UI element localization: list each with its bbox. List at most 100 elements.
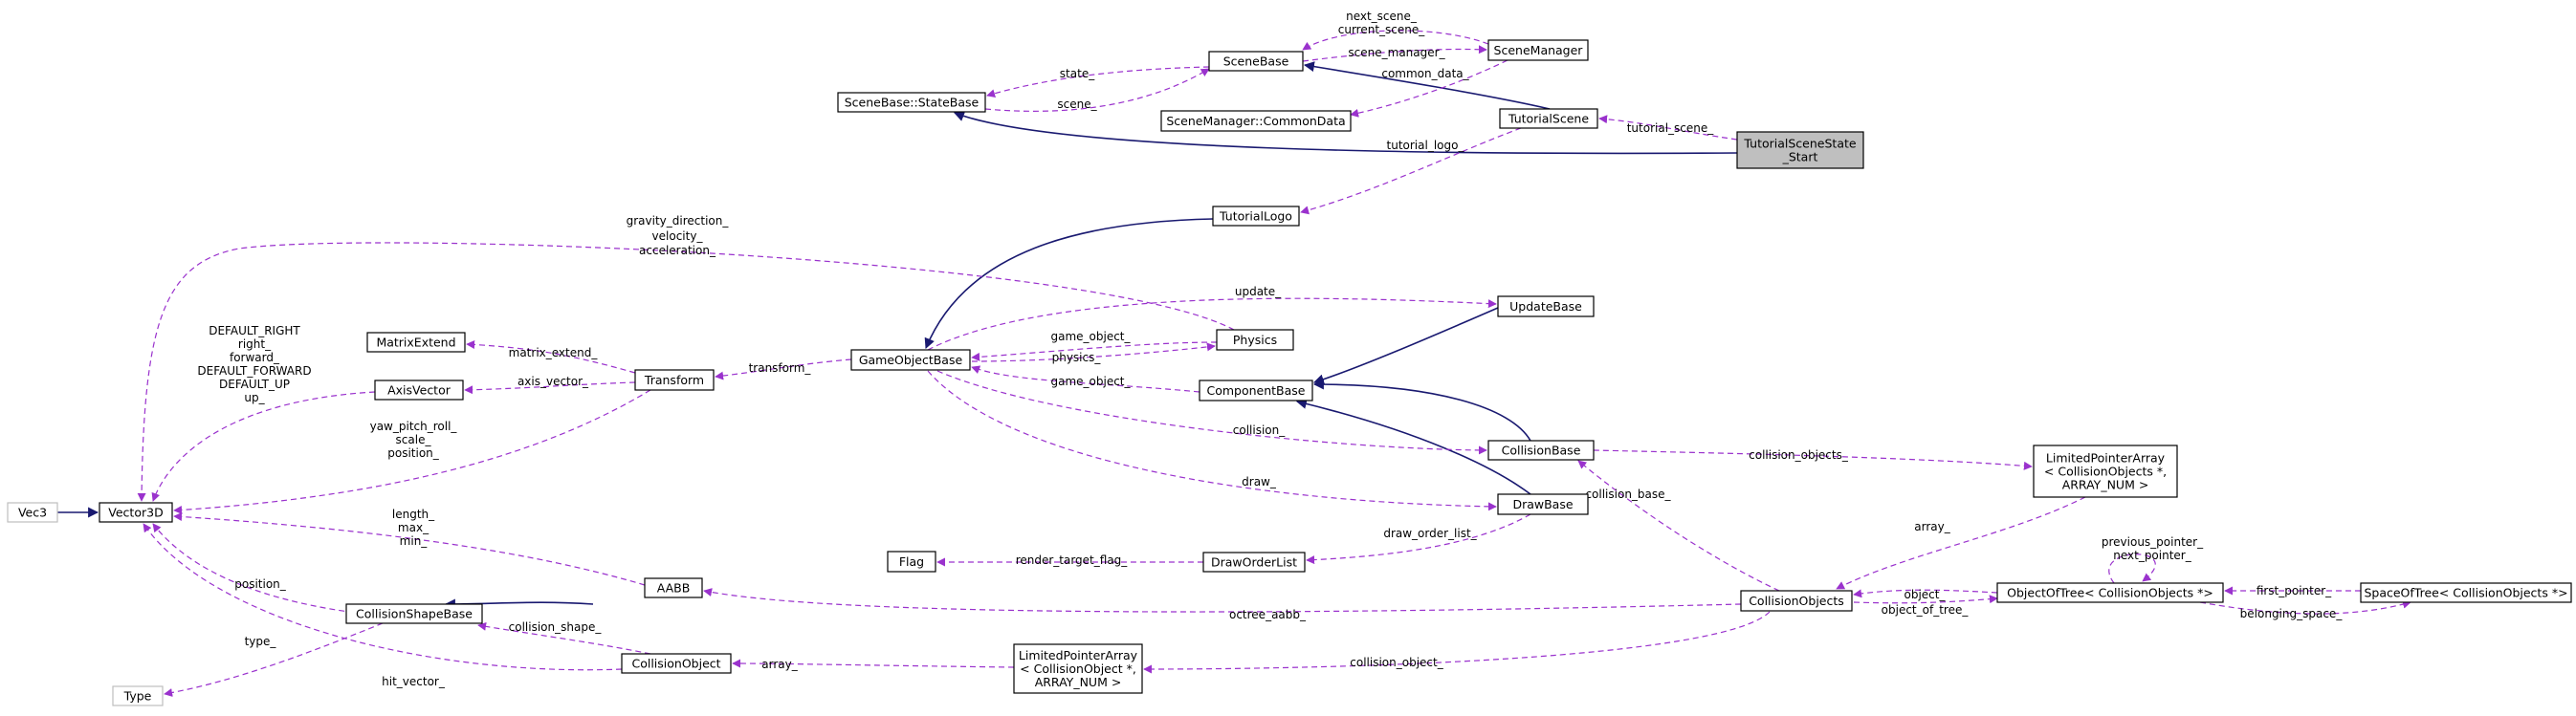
edge-label: axis_vector_ [517,375,589,388]
class-node-box[interactable] [621,653,732,674]
usage-edge-collisionbase-to-lpa_collisionobjects [1593,449,2033,470]
class-node-physics[interactable]: Physics [1216,329,1294,351]
edge-label: array_ [761,658,798,671]
class-node-objectoftree[interactable]: ObjectOfTree< CollisionObjects *> [1996,582,2224,603]
edge-label: collision_shape_ [509,620,603,634]
usage-edge-lpa_collisionobjects-to-collisionobjects [1836,496,2086,590]
usage-edge-gameobjectbase-to-drawbase [927,370,1497,511]
usage-edge-drawbase-to-draworderlist [1306,513,1531,565]
class-node-updatebase[interactable]: UpdateBase [1497,295,1595,317]
edge-label: common_data_ [1381,67,1469,80]
class-node-label: TutorialLogo [1219,209,1292,224]
class-node-box[interactable] [644,577,703,598]
class-node-gameobjectbase[interactable]: GameObjectBase [850,349,971,371]
class-node-box[interactable] [1497,295,1595,317]
class-node-drawbase[interactable]: DrawBase [1497,493,1589,515]
class-node-collisionobjects[interactable]: CollisionObjects [1740,590,1853,612]
class-node-box[interactable] [374,380,464,401]
class-node-spaceoftree[interactable]: SpaceOfTree< CollisionObjects *> [2360,582,2572,603]
edge-label: octree_aabb_ [1229,608,1307,621]
class-node-collisionobject[interactable]: CollisionObject [621,653,732,674]
class-node-label: Transform [644,373,704,387]
class-node-box[interactable] [837,92,986,113]
class-node-label: UpdateBase [1509,299,1582,314]
class-node-box[interactable] [1212,206,1300,227]
class-node-box[interactable] [634,369,715,391]
class-node-box[interactable] [112,685,164,706]
class-node-transform[interactable]: Transform [634,369,715,391]
class-node-label: Physics [1233,333,1277,347]
class-node-matrixextend[interactable]: MatrixExtend [366,332,466,353]
usage-edge-scenemanager-to-scenemanager_commondata [1350,59,1508,118]
class-node-box[interactable] [1740,590,1853,612]
class-node-collisionbase[interactable]: CollisionBase [1487,440,1595,461]
edge-label: state_ [1060,67,1095,80]
class-node-box[interactable] [1487,39,1589,61]
edge-label: scale_ [396,433,432,446]
inheritance-edge-componentbase-to-collisionbase [1312,379,1531,442]
class-node-label: TutorialSceneState [1743,137,1856,151]
class-node-tutorialscenestate_start[interactable]: TutorialSceneState_Start [1736,131,1864,169]
edge-label: up_ [244,391,265,404]
class-node-tutoriallogo[interactable]: TutorialLogo [1212,206,1300,227]
class-node-scenemanager_commondata[interactable]: SceneManager::CommonData [1160,110,1352,132]
class-node-label: Vec3 [18,506,47,520]
class-node-box[interactable] [1202,552,1306,573]
class-node-box[interactable] [850,349,971,371]
class-node-box[interactable] [887,551,936,573]
class-node-componentbase[interactable]: ComponentBase [1199,380,1313,401]
edge-label: previous_pointer_ [2102,535,2204,549]
class-node-lpa_collisionobjects[interactable]: LimitedPointerArray< CollisionObjects *,… [2033,445,2178,498]
inheritance-edge-scenebase-to-tutorialscene [1303,61,1551,110]
usage-edge-gameobjectbase-to-updatebase [927,297,1497,351]
class-node-label: GameObjectBase [859,353,963,367]
edge-label: yaw_pitch_roll_ [370,420,458,433]
class-node-box[interactable] [1013,643,1143,694]
class-node-box[interactable] [2360,582,2572,603]
class-node-box[interactable] [1996,582,2224,603]
class-node-label: LimitedPointerArray [1019,648,1138,662]
class-node-lpa_collisionobject[interactable]: LimitedPointerArray< CollisionObject *, … [1013,643,1143,694]
class-node-scenebase_statebase[interactable]: SceneBase::StateBase [837,92,986,113]
class-node-box[interactable] [1499,108,1598,129]
usage-edge-scenebase_statebase-to-scenebase [984,68,1210,112]
edge-label: object_ [1904,588,1947,601]
class-node-box[interactable] [1208,51,1304,72]
class-node-box[interactable] [366,332,466,353]
class-node-flag[interactable]: Flag [887,551,936,573]
class-node-label: DrawBase [1512,497,1573,511]
class-node-label: SceneBase::StateBase [845,96,980,110]
usage-edge-physics-to-vector3d [137,242,1235,502]
class-node-type[interactable]: Type [112,685,164,706]
usage-edge-collisionobjects-to-objectoftree [1853,595,1998,604]
class-node-aabb[interactable]: AABB [644,577,703,598]
class-node-box[interactable] [1736,131,1864,169]
class-node-box[interactable] [1487,440,1595,461]
class-node-label: CollisionBase [1502,444,1581,458]
class-node-scenebase[interactable]: SceneBase [1208,51,1304,72]
class-node-box[interactable] [1497,493,1589,515]
usage-edge-transform-to-matrixextend [466,339,636,374]
class-node-vector3d[interactable]: Vector3D [99,502,173,523]
class-node-label: ComponentBase [1206,383,1305,398]
class-node-axisvector[interactable]: AxisVector [374,380,464,401]
class-node-vec3[interactable]: Vec3 [7,502,58,523]
class-node-box[interactable] [2033,445,2178,498]
class-node-box[interactable] [1216,329,1294,351]
edge-label: current_scene_ [1338,23,1426,36]
class-node-label: AxisVector [387,383,451,398]
class-node-box[interactable] [1199,380,1313,401]
class-node-draworderlist[interactable]: DrawOrderList [1202,552,1306,573]
class-node-box[interactable] [99,502,173,523]
edge-label: position_ [387,446,440,460]
class-node-label: AABB [657,581,691,596]
class-node-tutorialscene[interactable]: TutorialScene [1499,108,1598,129]
class-node-box[interactable] [1160,110,1352,132]
class-node-collisionshapebase[interactable]: CollisionShapeBase [345,603,483,624]
edge-label: right_ [238,337,272,351]
class-node-scenemanager[interactable]: SceneManager [1487,39,1589,61]
class-node-box[interactable] [7,502,58,523]
class-node-box[interactable] [345,603,483,624]
